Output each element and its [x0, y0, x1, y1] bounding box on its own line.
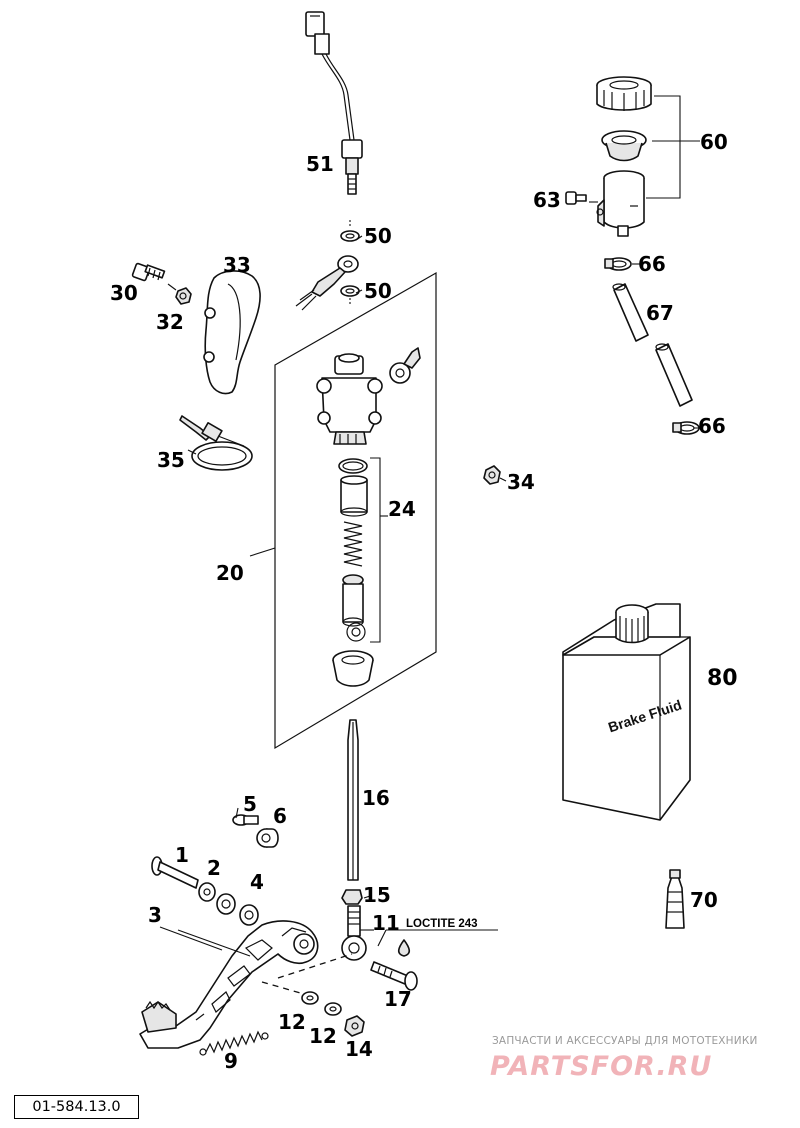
- part-20-o-ring: [338, 458, 368, 474]
- label-3: 3: [148, 903, 162, 927]
- group-24-bracket: [370, 457, 381, 643]
- part-4-bushing-a: [216, 893, 236, 915]
- group-60-bracket: [646, 95, 700, 199]
- label-12-right: 12: [309, 1024, 337, 1048]
- loctite-note: LOCTITE 243: [406, 918, 478, 930]
- part-20-master-cylinder-body: [316, 353, 383, 445]
- part-16-push-rod: [347, 719, 359, 881]
- label-66-upper: 66: [638, 252, 666, 276]
- part-60-diaphragm: [601, 130, 647, 162]
- part-70-grease-tube: [665, 869, 685, 929]
- diagram-reference-number: 01-584.13.0: [14, 1095, 139, 1119]
- label-50-upper: 50: [364, 224, 392, 248]
- part-34-clip: [483, 465, 501, 485]
- label-2: 2: [207, 856, 221, 880]
- label-12-left: 12: [278, 1010, 306, 1034]
- part-labels: 51 50 50 30 32 33 35 24 20 34 60 63 66 6…: [110, 130, 738, 1073]
- part-50-banjo-fitting: [295, 255, 359, 311]
- part-14-nut: [344, 1015, 365, 1037]
- watermark-brand: PARTSFOR.RU: [490, 1051, 712, 1082]
- label-60: 60: [700, 130, 728, 154]
- part-24-circlip: [346, 622, 366, 642]
- label-20: 20: [216, 561, 244, 585]
- part-80-brake-fluid-can: [562, 603, 691, 821]
- label-4: 4: [250, 870, 264, 894]
- part-60-reservoir-body: [596, 170, 645, 237]
- part-6-bushing: [256, 828, 279, 848]
- part-35-cable-tie: [179, 415, 253, 471]
- part-67-hose-lower: [655, 343, 693, 407]
- part-11-clevis: [341, 905, 367, 961]
- part-2-washer: [198, 882, 216, 902]
- part-50-sealing-ring-upper: [340, 220, 360, 242]
- part-24-piston: [342, 574, 364, 627]
- label-9: 9: [224, 1049, 238, 1073]
- part-9-return-spring: [199, 1030, 269, 1056]
- label-80: 80: [707, 666, 738, 691]
- label-63: 63: [533, 188, 561, 212]
- part-51-brake-light-switch: [305, 11, 363, 195]
- label-50-lower: 50: [364, 279, 392, 303]
- part-15-nut: [341, 889, 363, 905]
- part-12-washer-b: [324, 1002, 342, 1016]
- label-16: 16: [362, 786, 390, 810]
- label-67: 67: [646, 301, 674, 325]
- loctite-drop-icon: [397, 939, 411, 957]
- watermark-tagline: ЗАПЧАСТИ И АКСЕССУАРЫ ДЛЯ МОТОТЕХНИКИ: [492, 1035, 758, 1047]
- label-70: 70: [690, 888, 718, 912]
- part-50-sealing-ring-lower: [340, 285, 360, 305]
- label-1: 1: [175, 843, 189, 867]
- label-35: 35: [157, 448, 185, 472]
- label-6: 6: [273, 804, 287, 828]
- part-24-dust-boot: [332, 650, 374, 687]
- label-66-lower: 66: [698, 414, 726, 438]
- part-17-bolt: [370, 961, 418, 991]
- part-33-heel-guard: [203, 270, 261, 395]
- part-3-foot-brake-lever: [139, 920, 319, 1049]
- label-15: 15: [363, 883, 391, 907]
- part-4-bushing-b: [239, 904, 259, 926]
- part-67-hose-upper: [612, 283, 649, 342]
- label-11: 11: [372, 911, 400, 935]
- part-63-screw: [565, 191, 587, 205]
- part-24-spring: [343, 521, 363, 567]
- watermark: ЗАПЧАСТИ И АКСЕССУАРЫ ДЛЯ МОТОТЕХНИКИ PA…: [490, 1035, 758, 1082]
- leader-lines: [159, 201, 700, 995]
- label-14: 14: [345, 1037, 373, 1061]
- label-30: 30: [110, 281, 138, 305]
- part-30-bolt: [131, 262, 166, 282]
- part-12-washer-a: [301, 991, 319, 1005]
- label-33: 33: [223, 253, 251, 277]
- part-1-bolt: [151, 856, 199, 889]
- assembly-outline-box: [274, 271, 437, 750]
- part-5-screw: [232, 814, 259, 826]
- part-60-reservoir-cap: [596, 76, 652, 111]
- label-24: 24: [388, 497, 416, 521]
- part-66-clamp-upper: [604, 257, 632, 271]
- part-20-elbow-fitting: [389, 347, 421, 384]
- label-5: 5: [243, 792, 257, 816]
- label-34: 34: [507, 470, 535, 494]
- label-51: 51: [306, 152, 334, 176]
- label-17: 17: [384, 987, 412, 1011]
- part-32-nut: [175, 287, 192, 305]
- label-32: 32: [156, 310, 184, 334]
- part-24-sleeve: [340, 475, 368, 517]
